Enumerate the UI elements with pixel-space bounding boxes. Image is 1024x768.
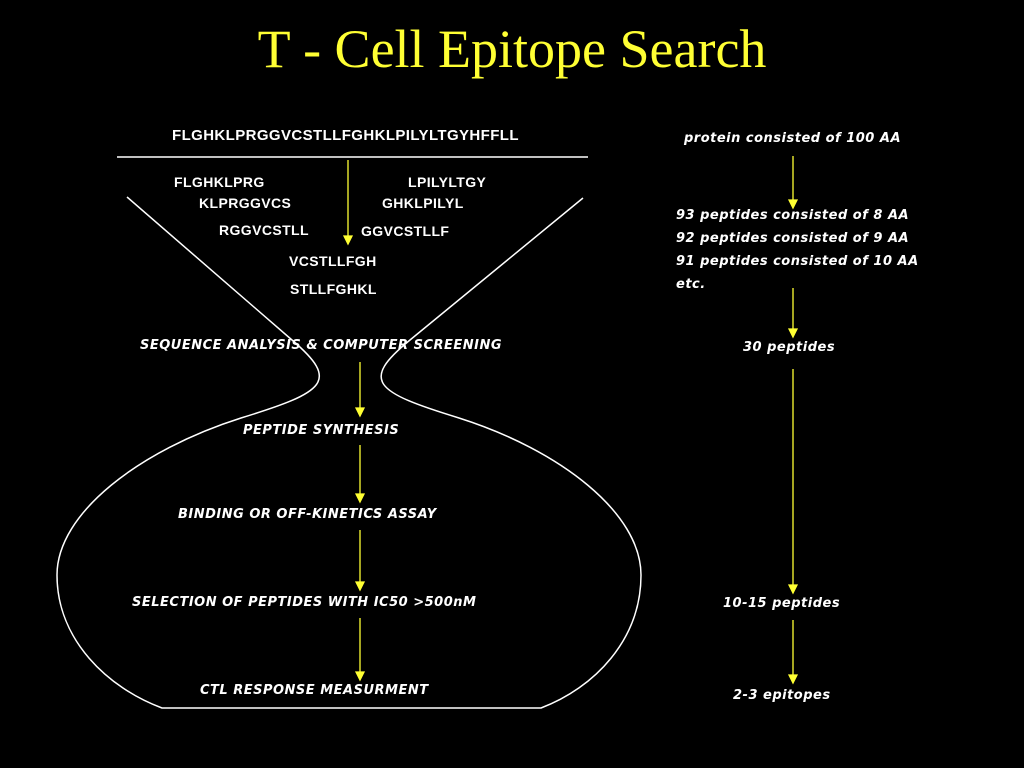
peptide-fragment: GHKLPILYL (382, 195, 464, 211)
count-protein: protein consisted of 100 AA (684, 131, 901, 146)
funnel-down-arrowhead (342, 235, 354, 246)
peptide-fragment: KLPRGGVCS (199, 195, 292, 211)
arrowhead-protein-to-peptides (787, 199, 799, 210)
arrowhead-selection (354, 581, 366, 592)
count-30-peptides: 30 peptides (743, 340, 836, 355)
peptide-fragment: STLLFGHKL (290, 281, 377, 297)
peptide-fragment: RGGVCSTLL (219, 222, 309, 238)
count-8aa-peptides: 93 peptides consisted of 8 AA (676, 208, 910, 223)
count-10-15-peptides: 10-15 peptides (723, 596, 841, 611)
full-protein-sequence: FLGHKLPRGGVCSTLLFGHKLPILYLTGYHFFLL (172, 127, 519, 144)
count-2-3-epitopes: 2-3 epitopes (733, 688, 831, 703)
peptide-fragment: GGVCSTLLF (361, 223, 450, 239)
peptide-fragment: VCSTLLFGH (289, 253, 377, 269)
step-peptide-synthesis: PEPTIDE SYNTHESIS (243, 423, 400, 438)
count-etc: etc. (676, 277, 706, 292)
arrowhead-peptides-to-30 (787, 328, 799, 339)
arrowhead-binding-assay (354, 493, 366, 504)
count-10aa-peptides: 91 peptides consisted of 10 AA (676, 254, 919, 269)
funnel-outline (56, 196, 642, 709)
arrowhead-30-to-10-15 (787, 584, 799, 595)
peptide-fragment: LPILYLTGY (408, 174, 487, 190)
step-peptide-selection: SELECTION OF PEPTIDES WITH IC50 >500nM (132, 595, 477, 610)
step-binding-assay: BINDING OR OFF-KINETICS ASSAY (178, 507, 437, 522)
arrowhead-10-15-to-epitopes (787, 674, 799, 685)
count-9aa-peptides: 92 peptides consisted of 9 AA (676, 231, 910, 246)
step-sequence-analysis: SEQUENCE ANALYSIS & COMPUTER SCREENING (140, 338, 503, 353)
peptide-fragment: FLGHKLPRG (174, 174, 265, 190)
step-ctl-response: CTL RESPONSE MEASURMENT (200, 683, 429, 698)
arrowhead-ctl-response (354, 671, 366, 682)
arrowhead-peptide-synthesis (354, 407, 366, 418)
slide-title: T - Cell Epitope Search (257, 19, 767, 79)
